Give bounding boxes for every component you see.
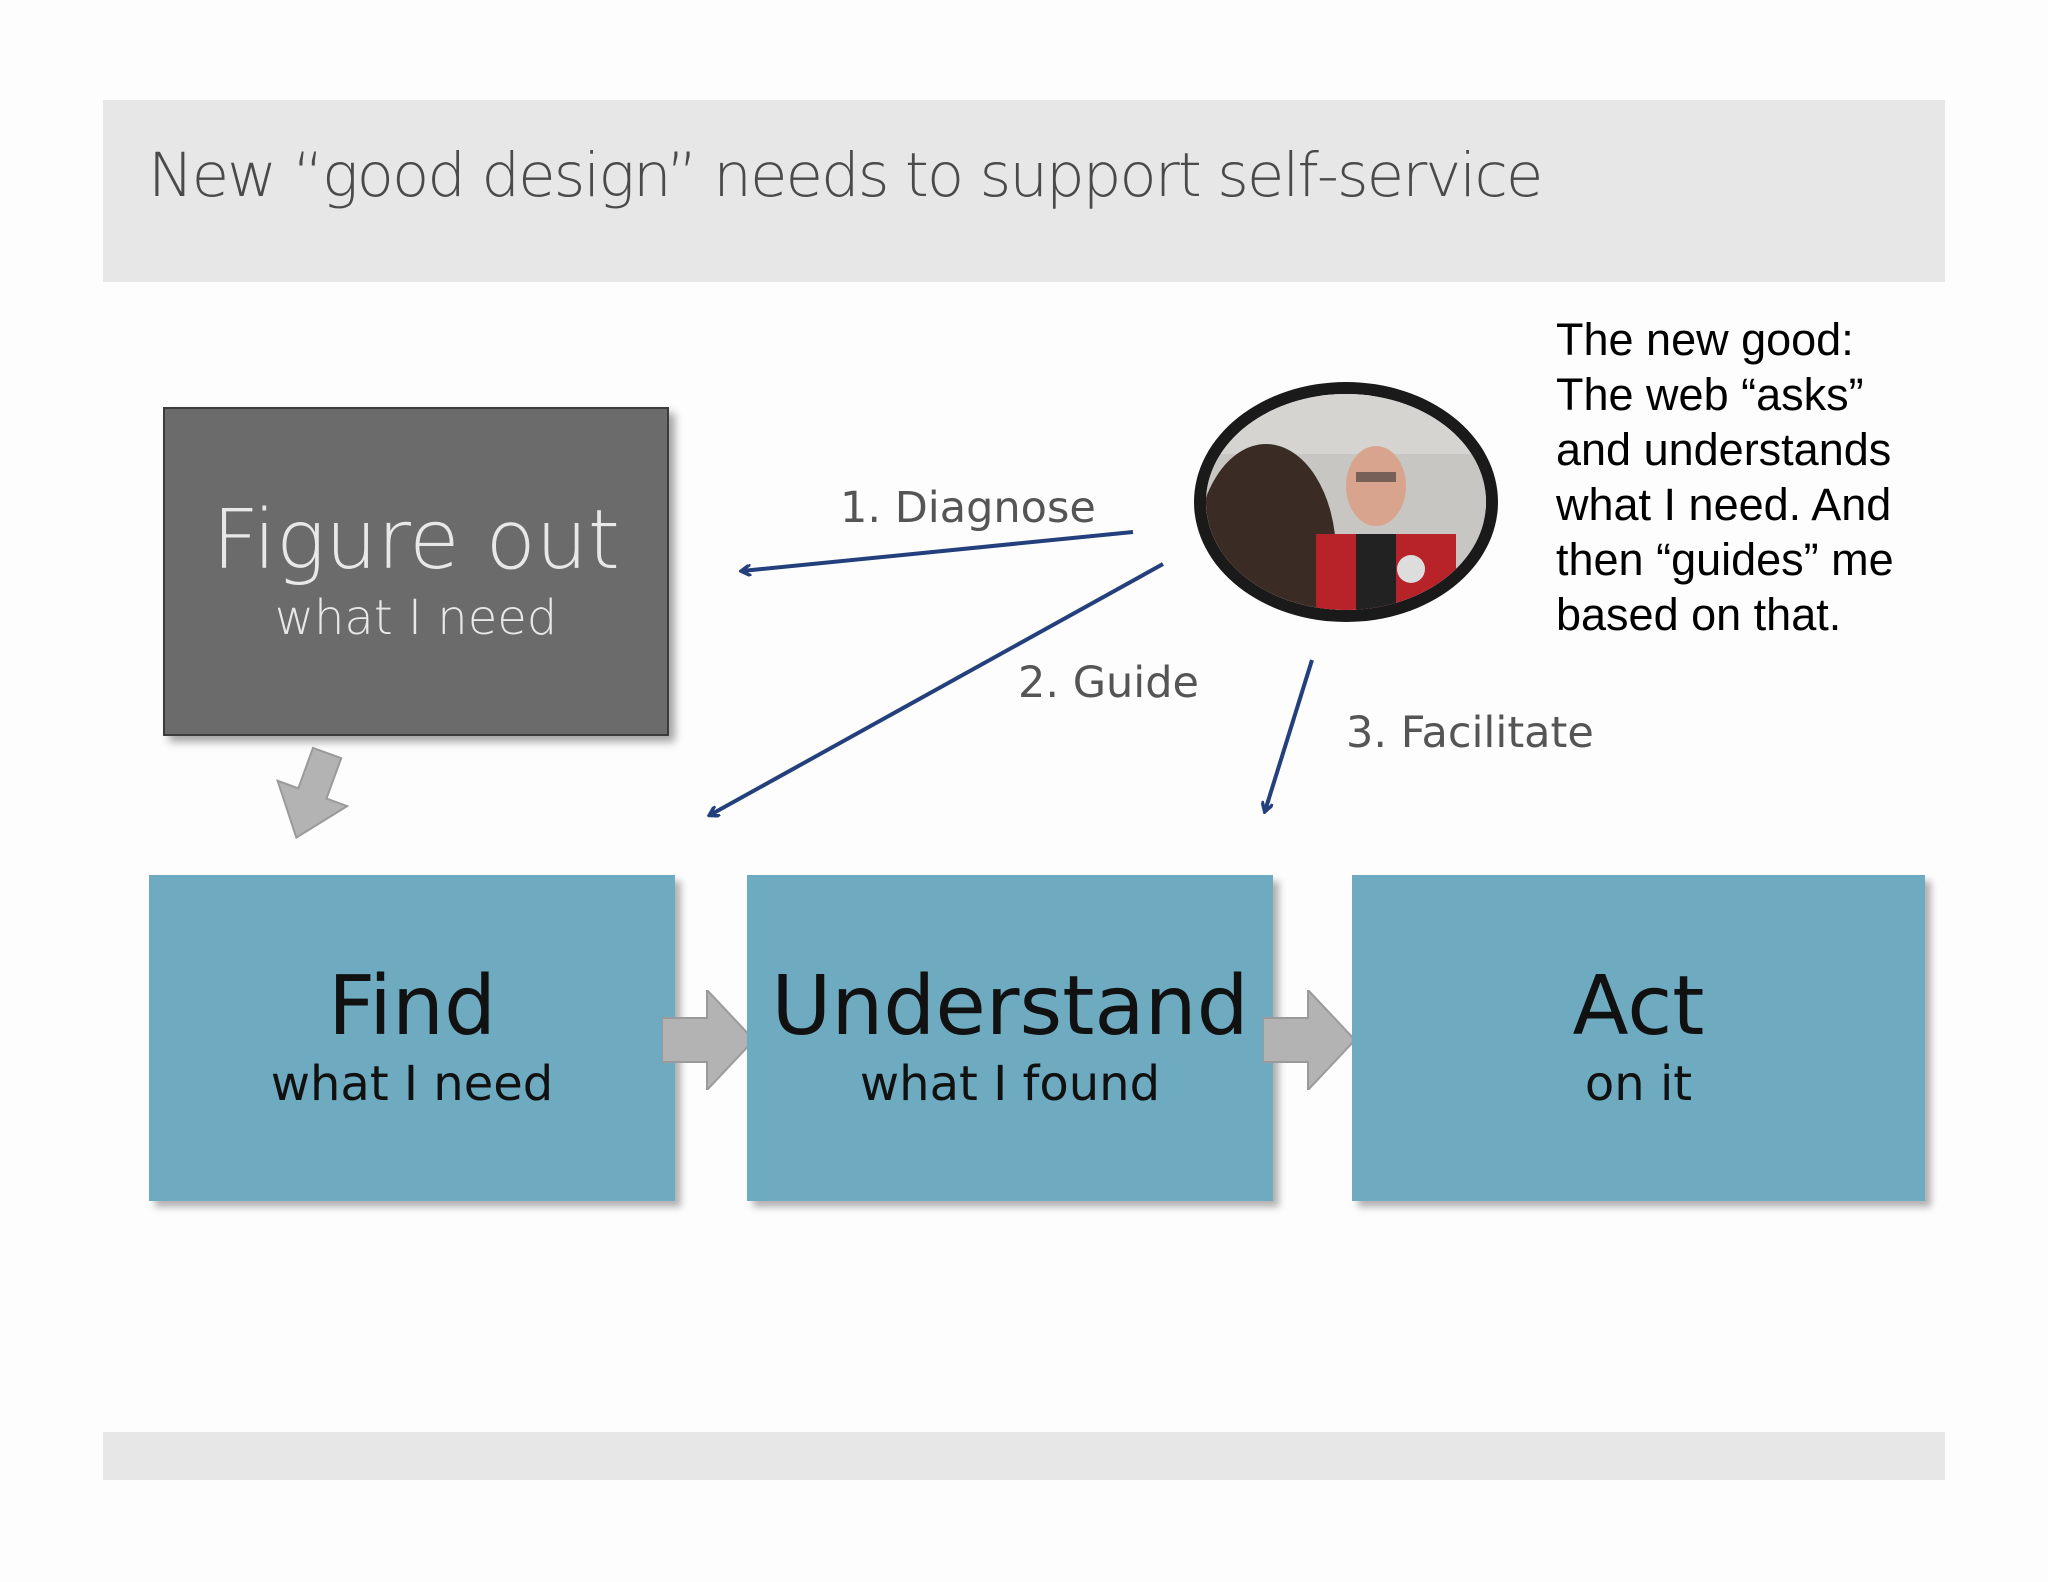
guide-arrow	[710, 562, 1164, 815]
right-arrow-icon	[1263, 990, 1357, 1090]
act-title: Act	[1572, 959, 1705, 1055]
find-subtitle: what I need	[270, 1056, 554, 1113]
footer-bar	[103, 1432, 1945, 1480]
header-bar	[103, 100, 1945, 282]
diagnose-label: 1. Diagnose	[840, 483, 1096, 533]
note-line: then “guides” me	[1556, 534, 1894, 585]
guide-label: 2. Guide	[1018, 658, 1199, 708]
understand-box: Understand what I found	[747, 875, 1273, 1201]
facilitate-arrow	[1265, 659, 1314, 811]
figure-out-box: Figure out what I need	[163, 407, 669, 736]
right-arrow-icon	[662, 990, 756, 1090]
diagnose-arrow	[742, 530, 1134, 571]
note-line: and understands	[1556, 424, 1892, 475]
person-photo	[1194, 382, 1498, 622]
explanation-note: The new good: The web “asks” and underst…	[1556, 312, 2026, 642]
note-line: what I need. And	[1556, 479, 1892, 530]
find-title: Find	[327, 959, 496, 1055]
understand-subtitle: what I found	[859, 1056, 1161, 1113]
act-subtitle: on it	[1584, 1056, 1693, 1113]
find-box: Find what I need	[149, 875, 675, 1201]
act-box: Act on it	[1352, 875, 1925, 1201]
down-arrow-icon	[276, 746, 350, 840]
note-line: The new good:	[1556, 314, 1854, 365]
slide-title: New “good design” needs to support self-…	[148, 140, 1543, 211]
facilitate-label: 3. Facilitate	[1346, 708, 1594, 758]
understand-title: Understand	[771, 959, 1249, 1055]
figure-out-subtitle: what I need	[274, 589, 558, 646]
note-line: The web “asks”	[1556, 369, 1864, 420]
figure-out-title: Figure out	[212, 492, 620, 588]
note-line: based on that.	[1556, 589, 1842, 640]
